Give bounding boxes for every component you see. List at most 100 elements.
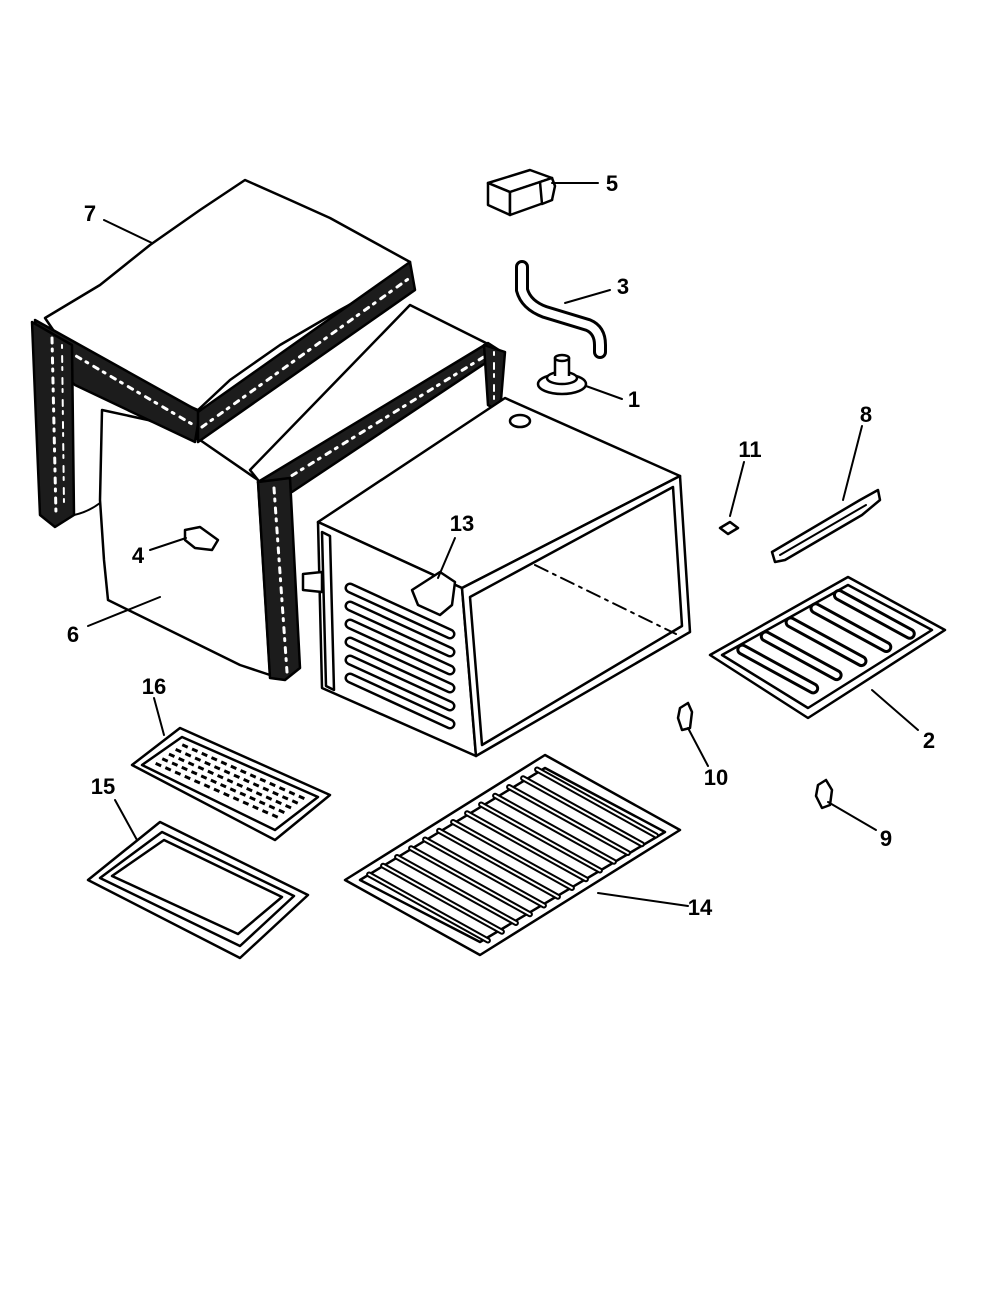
insert-slot [242, 800, 250, 806]
part-4-clip [183, 525, 220, 552]
part-6-insulation-wrap [73, 303, 507, 682]
insert-slot [281, 795, 289, 801]
callout-11: 11 [738, 437, 761, 462]
cavity-slot-inner [347, 657, 453, 709]
insert-slot [213, 787, 221, 793]
insert-slot [216, 774, 224, 780]
callout-15: 15 [91, 774, 115, 799]
cavity-slot-inner [347, 603, 453, 655]
blanket-left-texture [50, 336, 58, 517]
insert-slot [278, 786, 286, 792]
cavity-hidden-edge [534, 564, 677, 635]
insert-slot [249, 795, 256, 802]
leader-1 [585, 385, 623, 400]
part-9-clip [814, 778, 834, 810]
part-2-element-tray [708, 575, 947, 720]
leader-16 [153, 697, 165, 736]
insert-slot [226, 778, 234, 784]
insert-slot [275, 799, 282, 805]
part-3-tube [515, 260, 607, 359]
insert-slot [178, 757, 185, 763]
cavity-slot-inner [347, 675, 453, 727]
rack-rod-inner [452, 821, 573, 889]
insert-slot [252, 804, 259, 811]
rack-rod-inner [466, 812, 587, 881]
insert-slot [171, 761, 179, 767]
cavity-slot-inner [347, 639, 453, 691]
callout-6: 6 [67, 622, 79, 647]
leader-3 [564, 289, 611, 304]
cavity-slot-inner [347, 621, 453, 673]
insert-slot [230, 764, 237, 770]
callout-13: 13 [450, 511, 474, 536]
wrap-side-panel [98, 408, 272, 677]
rack-rod-inner [508, 786, 629, 854]
blanket-right-edge [196, 260, 417, 444]
part-5-switch-box [486, 168, 557, 217]
cavity-flange-tab [301, 570, 324, 594]
insert-slot [246, 787, 253, 793]
callout-5: 5 [606, 171, 618, 196]
insert-slot [249, 773, 257, 779]
box-end-cap [538, 176, 557, 206]
insert-slot [262, 786, 270, 792]
tray-coil-loop-inner [762, 633, 840, 679]
insert-slot [184, 774, 191, 781]
tray-coil-loop-inner [812, 605, 890, 651]
tray-coils [736, 589, 916, 695]
insert-slot [278, 808, 285, 814]
insert-slot [258, 800, 266, 806]
callout-2: 2 [923, 728, 935, 753]
leader-8 [842, 425, 863, 501]
cavity-top-hole [508, 413, 532, 429]
insert-slot [187, 761, 195, 767]
insert-slot [184, 752, 192, 758]
part-16-pan-insert [130, 726, 332, 842]
insert-slot [284, 804, 292, 810]
part-7-insulation-blanket [30, 178, 417, 529]
insert-slot [210, 756, 218, 762]
callout-9: 9 [880, 826, 892, 851]
leader-7 [103, 219, 153, 244]
rack-rod-inner [368, 873, 489, 942]
insert-slot [197, 765, 205, 771]
rack-rod-inner [424, 838, 545, 907]
rack-rod-inner [438, 829, 559, 898]
callout-4: 4 [132, 543, 145, 568]
leader-14 [597, 892, 689, 907]
callout-3: 3 [617, 274, 629, 299]
part-1-fitting [536, 353, 588, 396]
part-14-rack [343, 753, 682, 957]
insert-slot [229, 787, 237, 793]
insert-slot [203, 783, 211, 789]
insert-slot [265, 795, 273, 801]
insert-slot [194, 756, 202, 762]
wrap-side-seam [73, 502, 101, 516]
leader-15 [114, 799, 138, 841]
insert-slot [207, 769, 214, 775]
insert-slot [261, 809, 269, 815]
insert-slot [193, 779, 201, 785]
insert-slot [201, 751, 208, 758]
insert-slot [204, 760, 211, 767]
blanket-right-texture [200, 275, 413, 429]
insert-slot [220, 760, 228, 766]
rack-rods [366, 766, 659, 944]
insert-slot [164, 766, 172, 772]
insert-slot [174, 770, 182, 776]
cavity-side-slots [344, 582, 456, 730]
callout-14: 14 [688, 895, 713, 920]
pan-floor [110, 838, 284, 936]
insert-slot [200, 774, 208, 780]
cavity-front-opening [468, 485, 684, 747]
insert-slot [190, 770, 198, 776]
rack-rod-inner [522, 777, 643, 846]
callout-7: 7 [84, 201, 96, 226]
leader-lines [87, 182, 919, 907]
part-15-pan [86, 820, 310, 960]
insert-slot [239, 791, 247, 797]
insert-slot [210, 778, 217, 784]
leader-6 [87, 596, 161, 627]
callout-10: 10 [704, 765, 728, 790]
